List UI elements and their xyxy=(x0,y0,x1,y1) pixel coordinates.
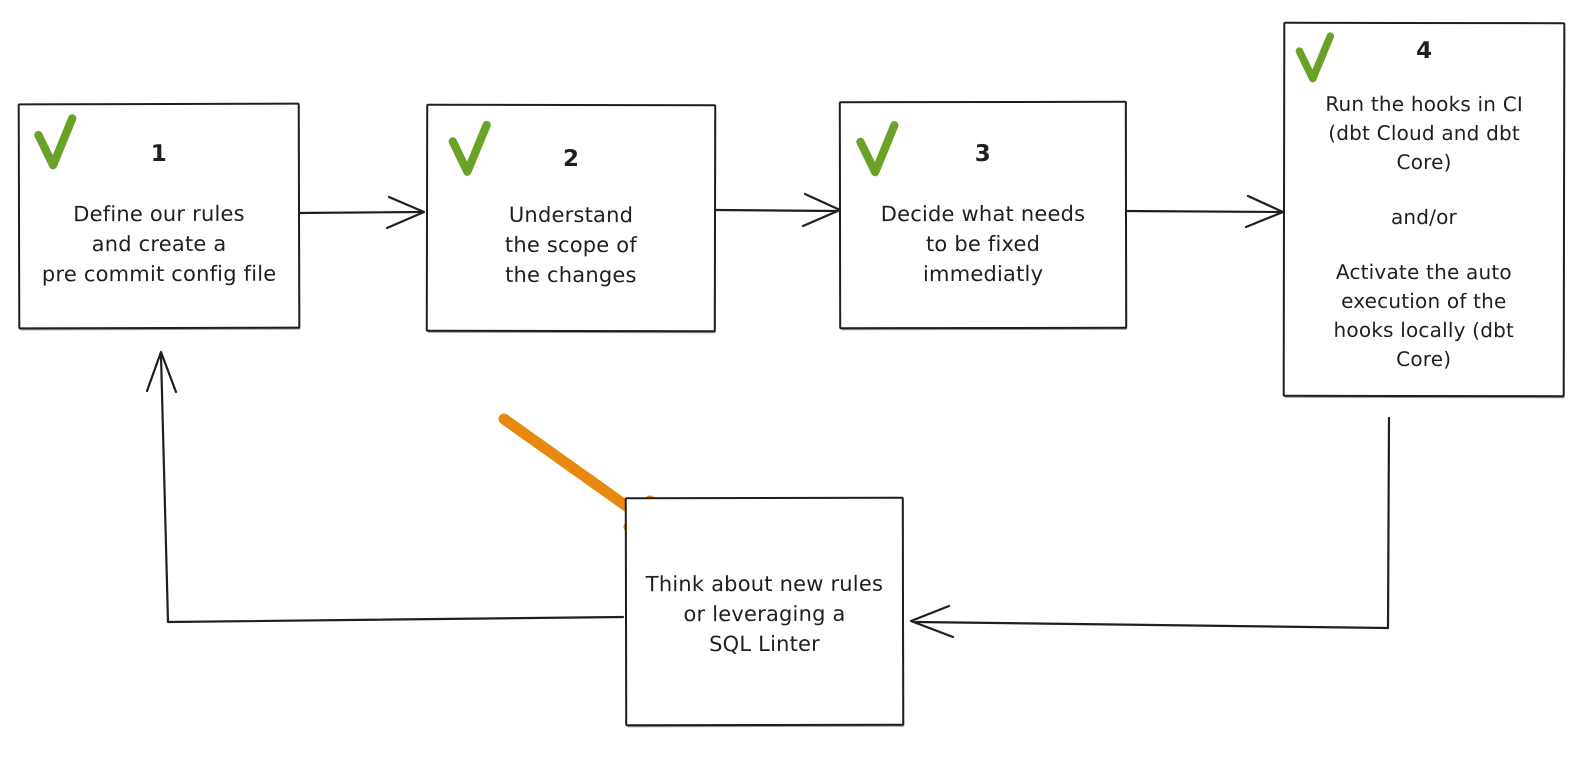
text-line: to be fixed xyxy=(925,231,1041,257)
checkmark-stroke xyxy=(34,114,77,170)
loop-box: Think about new rules or leveraging a SQ… xyxy=(624,496,905,727)
arrow-head xyxy=(1244,194,1285,229)
step-3-number: 3 xyxy=(974,140,992,168)
text-line: Core) xyxy=(1396,149,1452,175)
text-line: execution of the xyxy=(1341,288,1507,314)
text-line: or leveraging a xyxy=(683,601,846,627)
text-line: the changes xyxy=(505,262,637,288)
text-line: Decide what needs xyxy=(880,201,1086,227)
step-1-text: Define our rules and create a pre commit… xyxy=(20,199,298,290)
text-line: and create a xyxy=(91,231,227,257)
arrow-step2-to-step3 xyxy=(714,192,842,228)
text-line: immediatly xyxy=(922,261,1044,287)
arrow-shaft xyxy=(914,416,1391,630)
step-1-number: 1 xyxy=(150,140,168,168)
text-line: pre commit config file xyxy=(41,261,277,287)
checkmark-stroke xyxy=(448,120,491,176)
step-3-box: 3 Decide what needs to be fixed immediat… xyxy=(838,100,1128,330)
arrow-step4-to-loopbox xyxy=(909,416,1391,639)
text-line: Define our rules xyxy=(73,201,245,227)
step-2-number: 2 xyxy=(562,145,580,173)
text-line: SQL Linter xyxy=(709,631,821,657)
checkmark-icon xyxy=(448,120,491,176)
text-line: Run the hooks in CI xyxy=(1325,91,1524,117)
loop-box-text: Think about new rules or leveraging a SQ… xyxy=(627,569,902,660)
checkmark-stroke xyxy=(1295,32,1335,83)
arrow-shaft xyxy=(714,208,839,213)
step-3-text: Decide what needs to be fixed immediatly xyxy=(841,199,1125,289)
step-2-box: 2 Understand the scope of the changes xyxy=(425,103,717,333)
text-line: Understand xyxy=(508,202,634,228)
arrow-shaft xyxy=(1124,209,1282,214)
arrow-head xyxy=(385,195,426,230)
step-2-text: Understand the scope of the changes xyxy=(428,200,714,291)
text-line: Think about new rules xyxy=(645,571,884,597)
checkmark-icon xyxy=(1295,32,1335,83)
step-1-box: 1 Define our rules and create a pre comm… xyxy=(17,102,301,330)
text-line: Core) xyxy=(1396,346,1452,372)
checkmark-stroke xyxy=(856,121,899,177)
text-line: hooks locally (dbt xyxy=(1333,317,1515,343)
step-4-text: Run the hooks in CI (dbt Cloud and dbt C… xyxy=(1285,90,1563,374)
arrow-step1-to-step2 xyxy=(295,195,426,230)
arrow-step3-to-step4 xyxy=(1124,194,1285,229)
text-line: the scope of xyxy=(504,232,637,258)
arrow-head xyxy=(145,350,178,394)
arrow-shaft xyxy=(295,210,424,215)
checkmark-icon xyxy=(856,121,899,177)
arrow-loopbox-to-step1 xyxy=(145,350,625,624)
and-or-connector: and/or xyxy=(1390,204,1458,230)
arrow-head xyxy=(801,192,842,228)
arrow-head xyxy=(909,604,955,639)
step-4-number: 4 xyxy=(1416,37,1433,65)
text-line: Activate the auto xyxy=(1335,259,1512,285)
text-line: (dbt Cloud and dbt xyxy=(1328,120,1520,146)
checkmark-icon xyxy=(34,114,77,170)
arrow-shaft xyxy=(159,353,625,624)
step-4-box: 4 Run the hooks in CI (dbt Cloud and dbt… xyxy=(1282,21,1566,398)
